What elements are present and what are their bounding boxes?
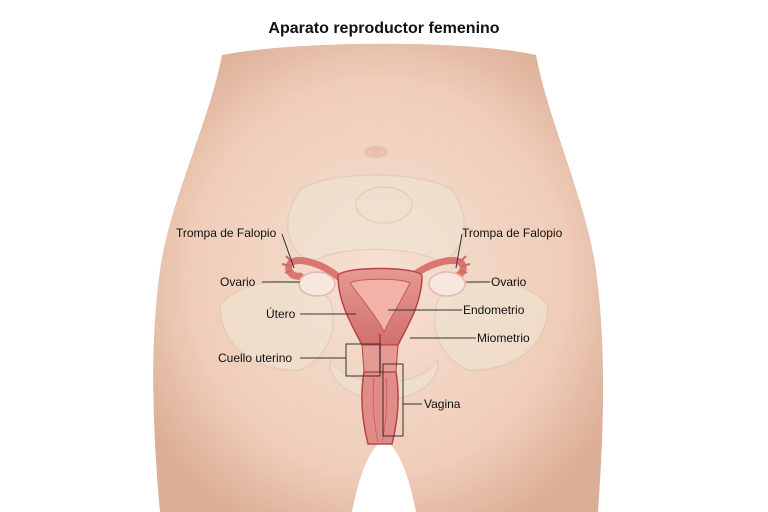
label-uterus: Útero [266, 307, 296, 321]
label-myometrium: Miometrio [477, 331, 530, 345]
pelvis-bone [219, 174, 549, 401]
vagina-bracket [382, 363, 404, 437]
page-title: Aparato reproductor femenino [268, 20, 500, 37]
label-fallopian-tube-right: Trompa de Falopio [462, 226, 563, 240]
uterus-endometrium [349, 278, 411, 334]
ovary-left [298, 271, 336, 297]
fimbriae-right [459, 255, 471, 274]
label-cervix: Cuello uterino [218, 351, 293, 365]
label-ovary-left: Ovario [220, 275, 256, 289]
thigh-gap [352, 440, 416, 512]
label-ovary-right: Ovario [491, 275, 527, 289]
label-fallopian-tube-left: Trompa de Falopio [176, 226, 277, 240]
vagina-folds [372, 377, 388, 443]
navel [364, 146, 388, 158]
label-endometrium: Endometrio [463, 303, 525, 317]
vagina-canal [361, 371, 399, 445]
leader-lines [262, 233, 490, 405]
ovary-right [428, 271, 466, 297]
label-vagina: Vagina [424, 397, 461, 411]
cervix-bracket [345, 343, 381, 377]
